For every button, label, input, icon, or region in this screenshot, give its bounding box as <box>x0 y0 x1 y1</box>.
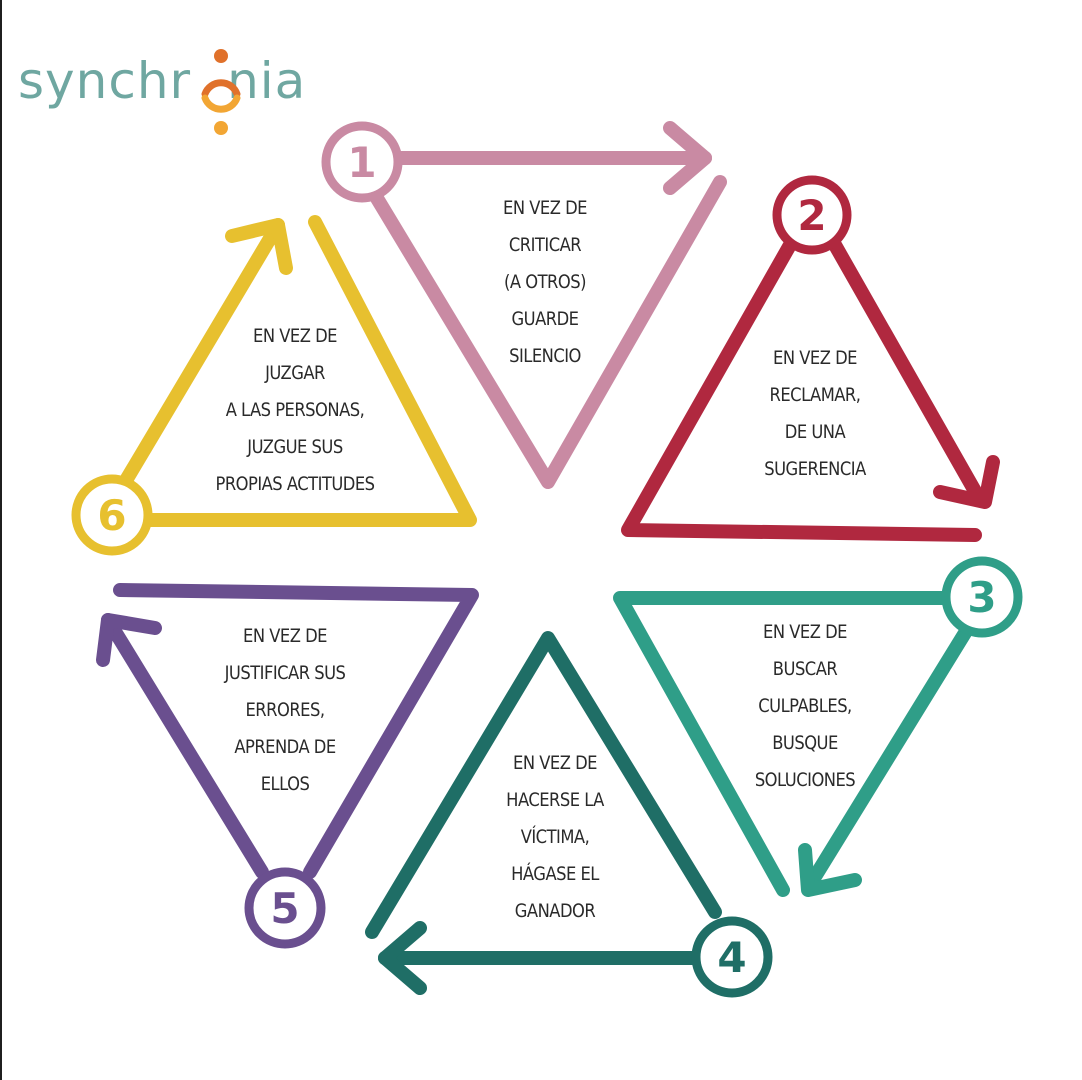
step-2-number: 2 <box>797 191 826 240</box>
left-border <box>0 0 2 1080</box>
step-5-line: ELLOS <box>260 773 310 795</box>
step-5-badge <box>244 867 326 949</box>
step-3-line: SOLUCIONES <box>754 769 856 791</box>
step-6-line: A LAS PERSONAS, <box>225 399 365 421</box>
step-6-line: PROPIAS ACTITUDES <box>215 473 375 495</box>
step-1-outline <box>368 151 727 489</box>
step-5-arrowhead-icon <box>96 613 162 667</box>
step-5-line: EN VEZ DE <box>243 625 327 647</box>
step-4-badge <box>691 916 773 998</box>
step-6-text: EN VEZ DE JUZGAR A LAS PERSONAS, JUZGUE SUS… <box>179 318 411 503</box>
step-4-line: EN VEZ DE <box>513 752 597 774</box>
step-1-line: (A OTROS) <box>504 271 586 293</box>
step-5-line: APRENDA DE <box>234 736 336 758</box>
step-2-line: SUGERENCIA <box>764 458 866 480</box>
step-2-line: RECLAMAR, <box>769 384 861 406</box>
step-4-line: HACERSE LA <box>506 789 604 811</box>
logo-text-pre: synchr <box>18 52 192 110</box>
step-4-triangle: 4 <box>365 631 773 998</box>
step-2-triangle: 2 <box>621 175 1000 542</box>
step-3-outline <box>613 591 975 897</box>
step-5-text: EN VEZ DE JUSTIFICAR SUS ERRORES, APRENDA D… <box>186 618 384 803</box>
step-2-outline <box>621 238 987 542</box>
step-4-text: EN VEZ DE HACERSE LA VÍCTIMA, HÁGASE EL GANA… <box>456 745 654 930</box>
step-2-line: EN VEZ DE <box>773 347 857 369</box>
step-6-triangle: 6 <box>71 215 477 556</box>
step-3-arrowhead-icon <box>798 843 862 897</box>
step-1-line: SILENCIO <box>509 345 581 367</box>
step-4-outline <box>365 631 722 965</box>
step-3-number: 3 <box>967 573 996 622</box>
step-3-line: BUSQUE <box>772 732 838 754</box>
step-1-text: EN VEZ DE CRITICAR (A OTROS) GUARDE SILENCIO <box>455 190 636 375</box>
step-5-number: 5 <box>270 884 299 933</box>
step-3-triangle: 3 <box>613 556 1023 897</box>
step-6-line: JUZGAR <box>265 362 325 384</box>
step-1-triangle: 1 <box>321 121 727 489</box>
step-5-line: ERRORES, <box>245 699 325 721</box>
step-5-outline <box>101 583 479 879</box>
step-4-number: 4 <box>717 933 746 982</box>
step-3-line: CULPABLES, <box>758 695 852 717</box>
step-1-badge <box>321 121 403 203</box>
step-2-text: EN VEZ DE RECLAMAR, DE UNA SUGERENCIA <box>716 340 914 488</box>
step-1-line: GUARDE <box>511 308 579 330</box>
step-3-badge <box>941 556 1023 638</box>
step-4-line: VÍCTIMA, <box>520 826 590 848</box>
step-1-number: 1 <box>347 138 376 187</box>
step-5-line: JUSTIFICAR SUS <box>224 662 346 684</box>
step-6-outline <box>118 215 477 527</box>
step-4-line: GANADOR <box>514 900 596 922</box>
step-4-line: HÁGASE EL <box>511 863 599 885</box>
step-3-line: BUSCAR <box>772 658 838 680</box>
step-1-line: CRITICAR <box>508 234 582 256</box>
step-2-line: DE UNA <box>784 421 846 443</box>
step-2-arrowhead-icon <box>933 455 1000 509</box>
step-6-arrowhead-icon <box>225 218 293 275</box>
step-2-badge <box>772 175 852 255</box>
step-3-text: EN VEZ DE BUSCAR CULPABLES, BUSQUE SOLUCIONE… <box>706 614 904 799</box>
logo-person-icon <box>201 49 241 135</box>
step-6-line: EN VEZ DE <box>253 325 337 347</box>
step-1-line: EN VEZ DE <box>503 197 587 219</box>
step-5-triangle: 5 <box>96 583 479 949</box>
step-6-line: JUZGUE SUS <box>247 436 343 458</box>
step-6-number: 6 <box>97 491 126 540</box>
step-6-badge <box>71 474 153 556</box>
step-1-arrowhead-icon <box>663 121 712 195</box>
step-4-arrowhead-icon <box>378 921 427 995</box>
step-3-line: EN VEZ DE <box>763 621 847 643</box>
